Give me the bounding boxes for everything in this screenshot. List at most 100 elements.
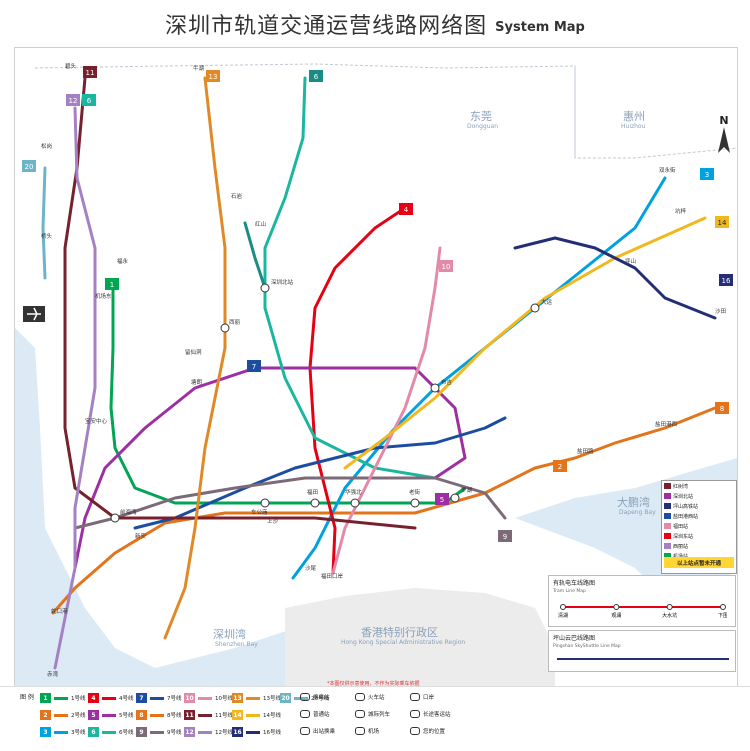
tram-station-label: 观澜 — [611, 612, 621, 619]
badge-line-6b[interactable]: 6 — [309, 70, 323, 82]
header: 深圳市轨道交通运营线路网络图 System Map — [0, 0, 750, 48]
station-luohu[interactable] — [450, 493, 460, 503]
north-letter: N — [719, 114, 729, 127]
station-huaqiang[interactable] — [350, 498, 360, 508]
line-10-path[interactable] — [331, 246, 442, 575]
legend-symbol-icon — [300, 693, 310, 701]
legend-line-label: 13号线 — [263, 696, 281, 702]
unopened-label: 深圳北站 — [673, 493, 694, 500]
tram-station-dot[interactable] — [613, 604, 620, 610]
line-8-path[interactable] — [533, 406, 717, 470]
map-title-en: System Map — [495, 19, 585, 35]
badge-line-7[interactable]: 7 — [247, 360, 261, 372]
line-6b-path[interactable] — [243, 221, 267, 290]
line-13-path[interactable] — [163, 76, 227, 640]
unopened-label: 机场站 — [673, 553, 688, 560]
legend-line-label: 5号线 — [119, 713, 134, 719]
label-bitou: 碧头 — [65, 62, 77, 70]
line-14-path[interactable] — [343, 216, 707, 470]
legend-symbol-item: 火车站 — [355, 693, 385, 701]
legend-heading: 图 例 — [20, 694, 34, 701]
tram-station-dot[interactable] — [720, 604, 726, 610]
badge-line-10[interactable]: 10 — [439, 260, 453, 272]
badge-line-3[interactable]: 3 — [700, 168, 714, 180]
station-dayun[interactable] — [530, 303, 540, 313]
badge-line-13[interactable]: 13 — [206, 70, 220, 82]
legend-line-bar — [54, 730, 68, 734]
badge-line-8[interactable]: 8 — [715, 402, 729, 414]
line-2-path[interactable] — [51, 466, 537, 615]
badge-line-20[interactable]: 20 — [22, 160, 36, 172]
legend-line-label: 7号线 — [167, 696, 182, 702]
legend-symbol-label: 您的位置 — [423, 729, 446, 735]
tram-station-dot[interactable] — [560, 604, 566, 610]
badge-line-11[interactable]: 11 — [83, 66, 97, 78]
station-qianhai[interactable] — [110, 513, 120, 523]
legend-line-label: 20号线 — [311, 696, 329, 702]
station-buji[interactable] — [430, 383, 440, 393]
line-1-path[interactable] — [109, 281, 467, 505]
line-11-path[interactable] — [63, 76, 417, 530]
station-chegongmiao[interactable] — [260, 498, 270, 508]
unopened-item: 红树湾 — [662, 481, 736, 491]
line-6-path[interactable] — [263, 76, 437, 480]
badge-line-6[interactable]: 6 — [82, 94, 96, 106]
legend-line-bar — [150, 696, 164, 700]
svg-text:9: 9 — [503, 533, 507, 541]
legend-line-label: 12号线 — [215, 730, 233, 736]
unopened-label: 西丽站 — [673, 543, 689, 550]
badge-line-4[interactable]: 4 — [399, 203, 413, 215]
station-shenzhenbei[interactable] — [260, 283, 270, 293]
airport-icon — [23, 306, 45, 322]
line-20-path[interactable] — [41, 166, 47, 280]
hongkong-land — [285, 588, 555, 686]
unopened-swatch — [664, 523, 671, 529]
label-hongshan: 红山 — [255, 220, 266, 228]
label-songgang: 松岗 — [41, 142, 52, 150]
svg-text:6: 6 — [87, 97, 92, 105]
badge-line-16[interactable]: 16 — [719, 274, 733, 286]
legend-line-label: 9号线 — [167, 730, 182, 736]
legend-line-badge: 12 — [184, 727, 195, 737]
svg-text:6: 6 — [314, 73, 319, 81]
label-huaqiang: 华强北 — [345, 488, 362, 496]
unopened-label: 红树湾 — [673, 483, 689, 490]
tram-station-dot[interactable] — [666, 604, 673, 610]
legend-line-bar — [102, 696, 116, 700]
station-laojie[interactable] — [410, 498, 420, 508]
svg-text:5: 5 — [440, 496, 444, 504]
legend-line-badge: 2 — [40, 710, 51, 720]
label-xinan: 新安 — [135, 532, 147, 540]
label-liuxiandong: 留仙洞 — [185, 348, 202, 356]
disclaimer-note: *本图仅供示意使用，不作为实际乘车依据 — [327, 681, 420, 687]
label-shiyan: 石岩 — [231, 192, 243, 200]
pingshan-subtitle: Pingshan SkyShuttle Line Map — [553, 644, 621, 649]
station-xili[interactable] — [220, 323, 230, 333]
line-9-path[interactable] — [73, 476, 507, 530]
line-4-path[interactable] — [308, 206, 407, 575]
line-16-path[interactable] — [513, 236, 717, 320]
label-dayun: 大运 — [541, 298, 553, 306]
legend-line-label: 10号线 — [215, 696, 233, 702]
legend-symbol-label: 长途客运站 — [423, 712, 451, 718]
label-airport: 机场东 — [95, 292, 112, 300]
badge-line-5[interactable]: 5 — [435, 493, 449, 505]
badge-line-14[interactable]: 14 — [715, 216, 729, 228]
station-futian[interactable] — [310, 498, 320, 508]
badge-line-12[interactable]: 12 — [66, 94, 80, 106]
legend-line-label: 3号线 — [71, 730, 86, 736]
region-hk-en: Hong Kong Special Administrative Region — [341, 639, 465, 646]
sea-west — [15, 328, 315, 686]
badge-line-2[interactable]: 2 — [553, 460, 567, 472]
svg-text:13: 13 — [209, 73, 218, 81]
region-shenzhenbay-cn: 深圳湾 — [213, 627, 246, 641]
badge-line-9[interactable]: 9 — [498, 530, 512, 542]
line-5-path[interactable] — [73, 366, 467, 570]
line-12-path[interactable] — [53, 106, 97, 670]
badge-line-1[interactable]: 1 — [105, 278, 119, 290]
legend-symbol-item: 您的位置 — [410, 727, 445, 735]
unopened-item: 西丽站 — [662, 541, 736, 551]
